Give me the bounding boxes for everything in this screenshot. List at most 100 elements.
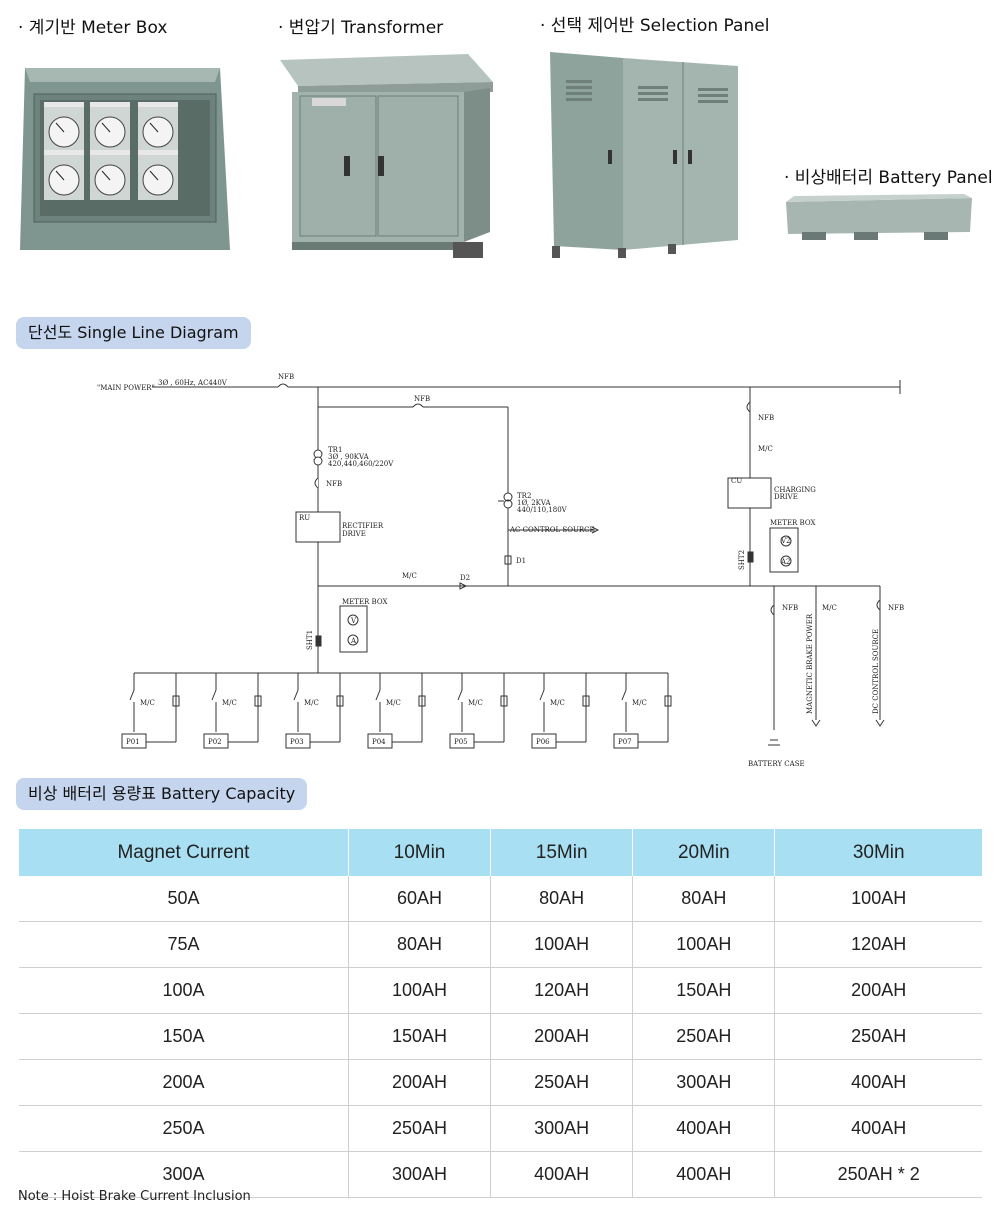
svg-text:M/C: M/C: [758, 445, 773, 453]
svg-text:A: A: [350, 637, 357, 645]
svg-text:1Ø, 2KVA: 1Ø, 2KVA: [517, 499, 551, 507]
svg-text:V2: V2: [780, 537, 791, 545]
svg-text:P05: P05: [454, 738, 468, 746]
table-cell: 150AH: [632, 967, 776, 1014]
table-cell: 200AH: [774, 967, 982, 1014]
meter-label-plate: [90, 102, 130, 107]
table-cell: 300AH: [632, 1059, 776, 1106]
svg-text:BATTERY CASE: BATTERY CASE: [748, 760, 805, 768]
svg-text:NFB: NFB: [414, 395, 430, 403]
battery-capacity-heading: 비상 배터리 용량표 Battery Capacity: [16, 778, 308, 810]
svg-text:V: V: [350, 617, 357, 625]
svg-text:M/C: M/C: [140, 699, 155, 707]
svg-text:MAGNETIC BRAKE POWER: MAGNETIC BRAKE POWER: [806, 613, 814, 714]
header-cell: Magnet Current: [19, 829, 349, 876]
svg-text:420,440,460/220V: 420,440,460/220V: [328, 460, 394, 468]
table-cell: 200A: [19, 1059, 349, 1106]
header-cell: 20Min: [632, 829, 776, 876]
table-cell: 150A: [19, 1013, 349, 1060]
feeder-p07: M/C P07: [613, 672, 672, 749]
battery-panel-caption: · 비상배터리 Battery Panel: [784, 168, 993, 188]
svg-text:D1: D1: [516, 557, 526, 565]
svg-text:440/110,180V: 440/110,180V: [517, 506, 568, 514]
meter-label-plate: [90, 150, 130, 155]
svg-text:CHARGING: CHARGING: [774, 486, 816, 494]
table-cell: 80AH: [632, 876, 776, 922]
svg-text:RECTIFIER: RECTIFIER: [342, 522, 384, 530]
table-cell: 400AH: [774, 1105, 982, 1152]
svg-text:NFB: NFB: [888, 604, 904, 612]
meter-label-plate: [138, 150, 178, 155]
table-cell: 300AH: [490, 1105, 634, 1152]
svg-text:NFB: NFB: [758, 414, 774, 422]
svg-text:DRIVE: DRIVE: [774, 493, 798, 501]
table-cell: 60AH: [348, 876, 492, 922]
table-cell: 250AH * 2: [774, 1151, 982, 1198]
feeder-p06: M/C P06: [531, 672, 590, 749]
svg-text:A2: A2: [780, 558, 791, 566]
feeder-p05: M/C P05: [449, 672, 508, 749]
meter-needle: [55, 122, 65, 133]
meter-box-photo: [20, 68, 230, 250]
table-cell: 250AH: [348, 1105, 492, 1152]
table-cell: 200AH: [490, 1013, 634, 1060]
selection-panel-photo: [550, 52, 738, 258]
svg-text:M/C: M/C: [822, 604, 837, 612]
meter-needle: [55, 170, 65, 181]
table-cell: 400AH: [632, 1151, 776, 1198]
svg-text:CU: CU: [731, 477, 742, 485]
main-power-spec: 3Ø , 60Hz, AC440V: [158, 379, 228, 387]
table-cell: 400AH: [632, 1105, 776, 1152]
svg-text:D2: D2: [460, 574, 470, 582]
note: Note : Hoist Brake Current Inclusion: [18, 1189, 251, 1204]
table-cell: 100AH: [632, 921, 776, 968]
table-cell: 75A: [19, 921, 349, 968]
svg-text:M/C: M/C: [550, 699, 565, 707]
svg-text:M/C: M/C: [468, 699, 483, 707]
battery-panel-photo: [786, 194, 972, 240]
table-cell: 100AH: [490, 921, 634, 968]
table-cell: 120AH: [774, 921, 982, 968]
transformer-caption: · 변압기 Transformer: [278, 18, 444, 38]
svg-text:M/C: M/C: [304, 699, 319, 707]
svg-text:METER BOX: METER BOX: [342, 598, 387, 606]
table-cell: 250A: [19, 1105, 349, 1152]
table-cell: 150AH: [348, 1013, 492, 1060]
transformer-photo: [280, 54, 493, 258]
svg-text:P07: P07: [618, 738, 632, 746]
meter-needle: [101, 170, 111, 181]
svg-text:TR2: TR2: [517, 492, 531, 500]
table-cell: 300AH: [348, 1151, 492, 1198]
svg-text:P06: P06: [536, 738, 550, 746]
meter-needle: [101, 122, 111, 133]
svg-text:SHT2: SHT2: [738, 550, 746, 570]
svg-text:NFB: NFB: [278, 373, 294, 381]
svg-text:NFB: NFB: [782, 604, 798, 612]
table-cell: 250AH: [774, 1013, 982, 1060]
svg-text:P03: P03: [290, 738, 304, 746]
table-cell: 120AH: [490, 967, 634, 1014]
meter-box-caption: · 계기반 Meter Box: [18, 18, 168, 38]
table-cell: 80AH: [348, 921, 492, 968]
table-cell: 100AH: [348, 967, 492, 1014]
meter-label-plate: [44, 102, 84, 107]
single-line-diagram-heading: 단선도 Single Line Diagram: [16, 317, 251, 349]
meter-needle: [149, 170, 159, 181]
svg-text:NFB: NFB: [326, 480, 342, 488]
svg-text:P01: P01: [126, 738, 140, 746]
single-line-diagram: "MAIN POWER" 3Ø , 60Hz, AC440V NFB NFB T…: [97, 373, 904, 768]
svg-text:M/C: M/C: [386, 699, 401, 707]
meter-label-plate: [44, 150, 84, 155]
table-cell: 50A: [19, 876, 349, 922]
table-cell: 400AH: [774, 1059, 982, 1106]
table-cell: 200AH: [348, 1059, 492, 1106]
svg-text:M/C: M/C: [632, 699, 647, 707]
